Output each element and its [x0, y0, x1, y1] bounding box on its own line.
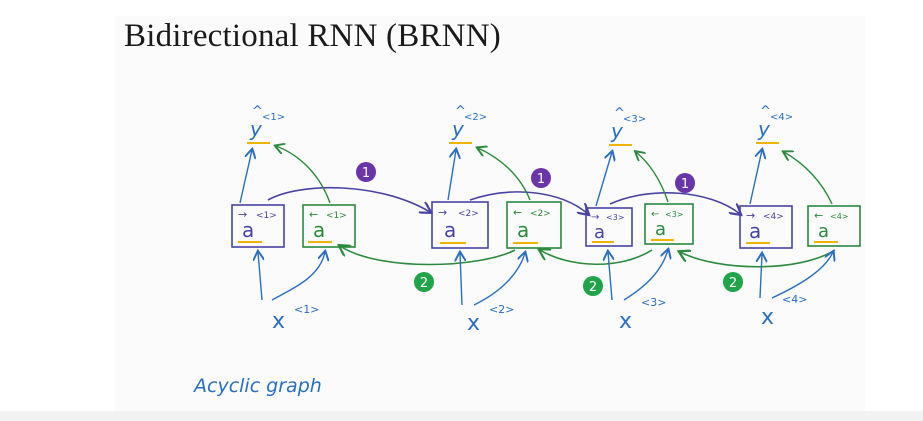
- svg-text:<1>: <1>: [294, 303, 319, 316]
- svg-text:<2>: <2>: [530, 209, 551, 219]
- svg-text:2: 2: [420, 276, 428, 291]
- forward-activation-4: → a <4>: [746, 209, 784, 244]
- svg-text:<2>: <2>: [458, 209, 479, 219]
- svg-text:a: a: [818, 221, 829, 242]
- svg-text:a: a: [594, 222, 605, 243]
- svg-text:<3>: <3>: [623, 114, 646, 125]
- forward-activation-2: → a <2>: [438, 206, 479, 244]
- svg-text:<4>: <4>: [763, 212, 784, 222]
- forward-cell-4: [739, 205, 793, 249]
- backward-cell-2: [506, 201, 562, 249]
- svg-text:^: ^: [455, 104, 466, 119]
- svg-text:y: y: [249, 117, 263, 141]
- svg-text:x: x: [761, 305, 774, 330]
- svg-text:←: ←: [814, 209, 823, 222]
- timestep-4: ^ y <4> → a <4> ← a <4> x <4>: [739, 104, 861, 330]
- backward-arrow-2-1: [340, 246, 516, 266]
- timestep-3: ^ y <3> → a <3> ← a <3> x <3>: [585, 106, 694, 334]
- svg-text:1: 1: [537, 172, 545, 187]
- forward-badge-3: 1: [675, 173, 695, 193]
- forward-cell-1: [231, 204, 285, 248]
- forward-cell-3: [585, 207, 633, 247]
- svg-text:y: y: [757, 117, 771, 141]
- backward-cell-1: [302, 204, 356, 248]
- svg-text:→: →: [238, 208, 247, 221]
- forward-arrow-2-3: [469, 191, 588, 214]
- svg-text:a: a: [242, 218, 254, 242]
- timestep-2: ^ y <2> → a <2> ← a <2> x <2>: [431, 104, 562, 336]
- svg-text:←: ←: [513, 206, 522, 219]
- output-y-2: ^ y <2>: [449, 104, 487, 144]
- svg-text:<3>: <3>: [641, 296, 666, 309]
- forward-arrow-3-4: [609, 192, 740, 214]
- forward-connections: [267, 186, 740, 214]
- svg-text:x: x: [619, 309, 632, 334]
- svg-text:→: →: [438, 206, 447, 219]
- svg-text:a: a: [313, 218, 325, 242]
- svg-text:<4>: <4>: [770, 112, 793, 123]
- svg-text:←: ←: [651, 209, 659, 220]
- backward-activation-1: ← a <1>: [308, 208, 347, 243]
- svg-text:^: ^: [614, 106, 625, 121]
- svg-text:→: →: [746, 209, 755, 222]
- backward-arrow-3-2: [540, 250, 653, 266]
- input-x-1: x <1>: [272, 303, 319, 334]
- svg-text:<4>: <4>: [830, 212, 849, 221]
- backward-connections: [340, 246, 836, 268]
- svg-text:2: 2: [589, 280, 597, 295]
- svg-text:1: 1: [362, 166, 370, 181]
- forward-cell-2: [431, 201, 489, 249]
- svg-text:a: a: [444, 218, 456, 242]
- bottom-strip: [0, 411, 923, 421]
- svg-text:a: a: [655, 219, 666, 240]
- backward-badge-1: 2: [414, 272, 434, 292]
- svg-text:a: a: [749, 219, 761, 243]
- svg-text:y: y: [451, 117, 465, 141]
- svg-text:1: 1: [681, 177, 689, 192]
- acyclic-graph-note: Acyclic graph: [192, 375, 322, 397]
- forward-badge-2: 1: [531, 168, 551, 188]
- input-x-2: x <2>: [467, 303, 514, 336]
- input-x-4: x <4>: [761, 293, 807, 330]
- svg-text:<1>: <1>: [256, 211, 277, 221]
- input-x-3: x <3>: [619, 296, 666, 334]
- forward-activation-3: → a <3>: [591, 212, 625, 243]
- svg-text:^: ^: [760, 104, 771, 119]
- svg-text:<3>: <3>: [665, 210, 684, 219]
- backward-cell-4: [807, 205, 861, 247]
- svg-text:x: x: [467, 311, 480, 336]
- backward-badge-2: 2: [583, 276, 603, 296]
- backward-activation-4: ← a <4>: [814, 209, 849, 243]
- svg-text:←: ←: [309, 208, 318, 221]
- svg-text:<2>: <2>: [464, 112, 487, 123]
- output-y-4: ^ y <4>: [756, 104, 793, 144]
- forward-badge-1: 1: [356, 162, 376, 182]
- svg-text:a: a: [517, 218, 529, 242]
- svg-text:<1>: <1>: [262, 112, 285, 123]
- svg-text:<4>: <4>: [782, 293, 807, 306]
- output-y-1: ^ y <1>: [247, 104, 285, 144]
- forward-activation-1: → a <1>: [238, 208, 277, 243]
- output-y-3: ^ y <3>: [609, 106, 646, 146]
- svg-text:2: 2: [729, 276, 737, 291]
- svg-text:y: y: [610, 119, 624, 143]
- forward-arrow-1-2: [267, 186, 430, 212]
- svg-text:→: →: [591, 212, 599, 223]
- backward-arrow-4-3: [680, 249, 836, 268]
- backward-badge-3: 2: [723, 272, 743, 292]
- backward-activation-3: ← a <3>: [651, 209, 684, 241]
- slide-title: Bidirectional RNN (BRNN): [124, 18, 501, 54]
- timestep-1: ^ y <1> → a <1> ← a <1> x <1>: [231, 104, 356, 334]
- svg-text:x: x: [272, 309, 285, 334]
- svg-text:^: ^: [252, 104, 263, 119]
- backward-activation-2: ← a <2>: [513, 206, 551, 244]
- backward-cell-3: [644, 203, 694, 245]
- svg-text:<3>: <3>: [606, 213, 625, 222]
- svg-text:<1>: <1>: [326, 211, 347, 221]
- svg-text:<2>: <2>: [489, 303, 514, 316]
